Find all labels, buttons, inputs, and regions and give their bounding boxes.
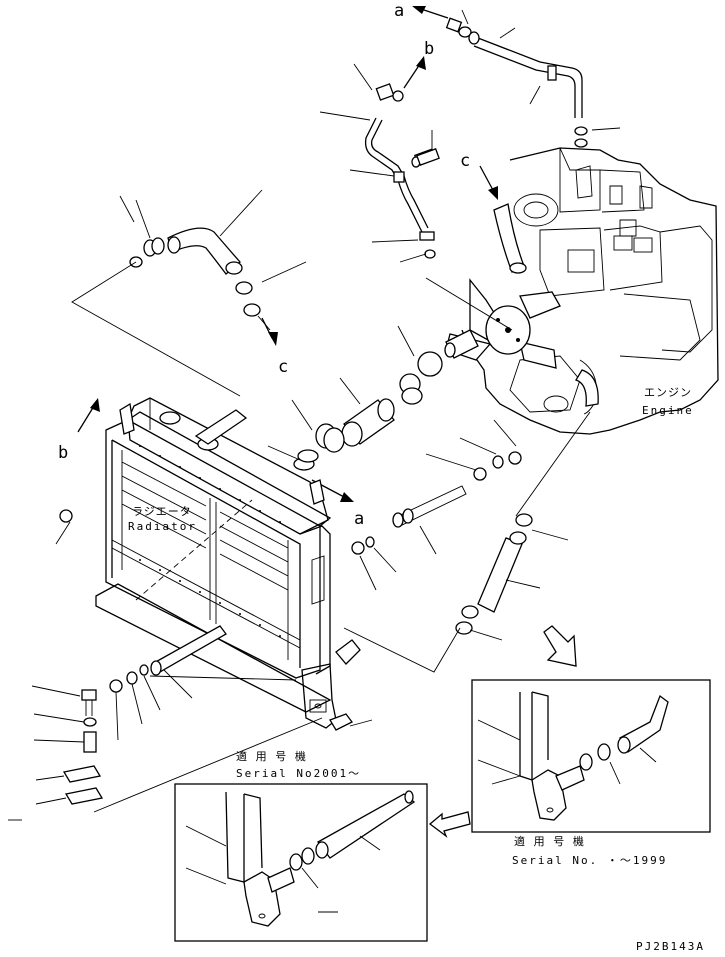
serial-new-label-en: Serial No2001～ <box>236 767 361 780</box>
inset-arrow-left-icon <box>428 811 471 838</box>
engine-label-en: Engine <box>642 404 694 417</box>
engine-block <box>425 147 719 517</box>
callout-b-top: b <box>424 39 434 59</box>
middle-hose-assembly <box>267 325 479 471</box>
callout-c-mid: c <box>278 357 288 377</box>
radiator-label-jp: ラジエータ <box>132 505 192 518</box>
engine-label-jp: エンジン <box>644 386 692 399</box>
callout-a-top: a <box>394 1 404 21</box>
inset-new-serial <box>174 783 428 942</box>
upper-bypass-pipe <box>445 9 621 148</box>
radiator-core <box>55 397 373 813</box>
serial-old-label-jp: 適 用 号 機 <box>514 834 585 848</box>
lower-hose-assembly <box>343 513 569 673</box>
arrow-c-top-icon <box>479 165 498 200</box>
arrow-b-left-icon <box>77 398 100 433</box>
bolt-washer-set <box>351 148 522 591</box>
arrow-a-top-icon <box>412 6 449 19</box>
serial-old-label-en: Serial No. ・～1999 <box>512 854 667 867</box>
inset-arrow-down-icon <box>543 625 577 667</box>
radiator-label-en: Radiator <box>128 520 197 533</box>
arrow-b-top-icon <box>403 56 426 89</box>
arrow-c-down-icon <box>261 317 278 346</box>
drawing-code: PJ2B143A <box>636 940 705 953</box>
vent-pipe <box>319 63 437 263</box>
callout-b-left: b <box>58 443 68 463</box>
inset-old-serial <box>471 679 711 833</box>
callout-a-mid: a <box>354 509 364 529</box>
upper-hose-assembly <box>71 189 307 397</box>
mounting-hardware <box>8 664 161 821</box>
serial-new-label-jp: 適 用 号 機 <box>236 749 307 763</box>
callout-c-top: c <box>460 151 470 171</box>
